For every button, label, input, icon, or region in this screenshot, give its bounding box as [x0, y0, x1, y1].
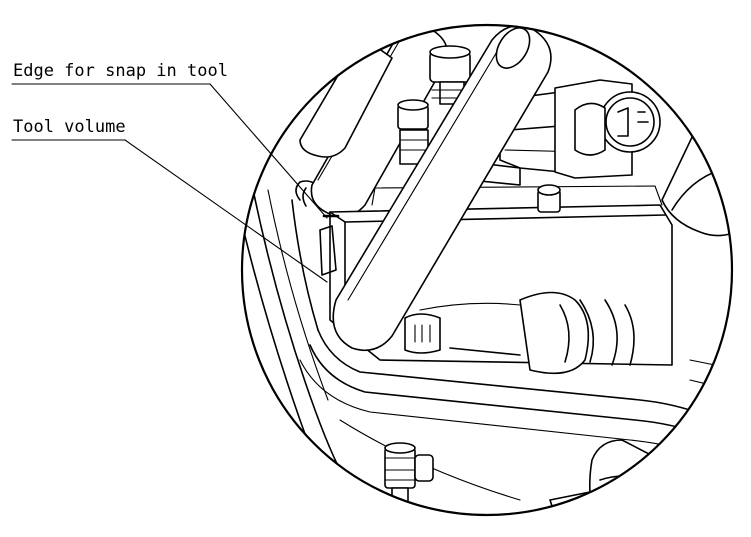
detail-lens-outline — [240, 23, 734, 517]
callout-label-tool-volume: Tool volume — [13, 117, 126, 137]
callout-leader-tool-volume — [124, 139, 328, 283]
callout-edge-for-snap-in-tool: Edge for snap in tool — [11, 61, 328, 219]
callout-tool-volume: Tool volume — [11, 117, 328, 283]
detail-lens-content — [242, 25, 732, 515]
callout-leader-edge — [209, 83, 328, 219]
callout-label-edge: Edge for snap in tool — [13, 61, 228, 81]
